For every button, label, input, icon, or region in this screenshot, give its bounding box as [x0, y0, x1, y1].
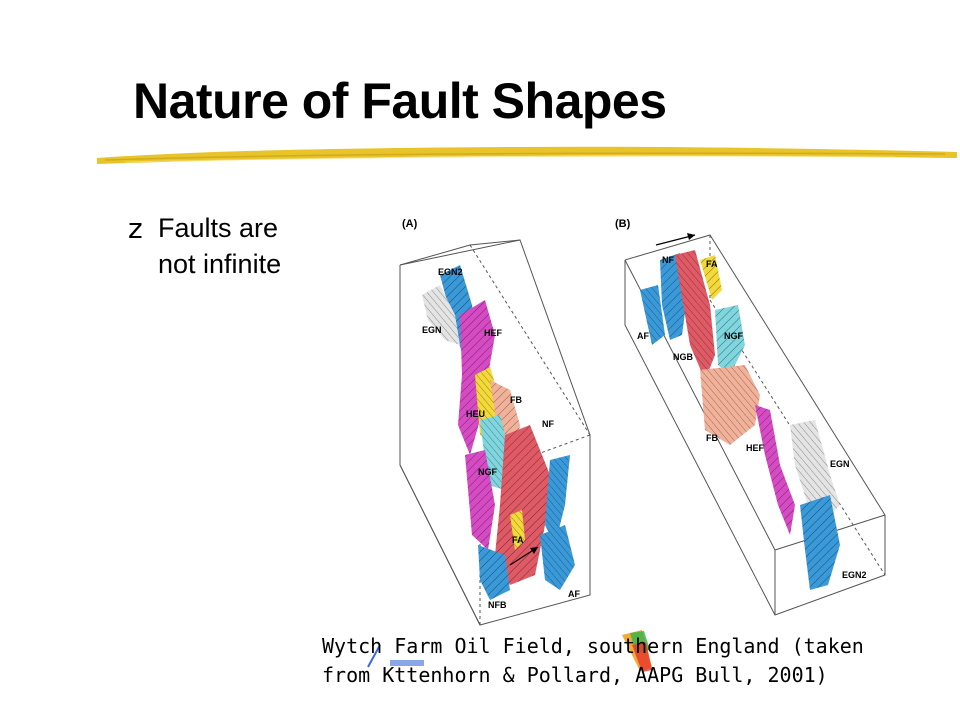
panel-b-label: (B) [615, 218, 631, 230]
label-b-7: EGN [830, 459, 850, 469]
label-b-5: FB [706, 433, 718, 443]
bullet-line-2: not infinite [158, 249, 282, 279]
label-a-3: FB [510, 395, 522, 405]
label-b-0: NF [662, 255, 674, 265]
slide-title: Nature of Fault Shapes [133, 73, 667, 129]
figure-caption: Wytch Farm Oil Field, southern England (… [322, 632, 942, 690]
label-b-1: FA [706, 259, 718, 269]
label-a-9: AF [568, 589, 580, 599]
panel-a: (A) [399, 218, 591, 626]
label-a-8: NFB [488, 600, 507, 610]
panel-b-faults [640, 250, 840, 590]
label-a-4: HEU [466, 409, 485, 419]
label-a-2: HEF [484, 328, 503, 338]
panel-a-labels: EGN2 EGN HEF FB HEU NF NGF FA NFB AF [422, 267, 580, 610]
caption-line-1: Wytch Farm Oil Field, southern England (… [322, 634, 864, 658]
label-b-8: EGN2 [842, 570, 867, 580]
bullet-marker: z [128, 212, 143, 245]
arrow-head-b [687, 233, 695, 240]
label-b-3: NGF [724, 331, 744, 341]
title-underline [97, 146, 957, 164]
caption-line-2: from Kttenhorn & Pollard, AAPG Bull, 200… [322, 663, 828, 687]
arrow-head-a [530, 547, 538, 554]
panel-b: (B) [615, 218, 886, 616]
bullet-text: Faults are not infinite [158, 210, 338, 282]
bullet-line-1: Faults are [158, 213, 279, 243]
label-a-6: NGF [478, 467, 498, 477]
label-b-6: HEF [746, 443, 765, 453]
panel-b-labels: NF FA AF NGF NGB FB HEF EGN EGN2 [637, 255, 867, 580]
fault-figure: (A) [367, 218, 886, 672]
panel-a-label: (A) [402, 218, 418, 230]
label-b-2: AF [637, 331, 649, 341]
label-a-7: FA [512, 535, 524, 545]
panel-a-faults [422, 265, 575, 600]
label-a-5: NF [542, 419, 554, 429]
label-b-4: NGB [673, 352, 694, 362]
label-a-1: EGN [422, 325, 442, 335]
decorative-logo [367, 630, 652, 672]
label-a-0: EGN2 [438, 267, 463, 277]
